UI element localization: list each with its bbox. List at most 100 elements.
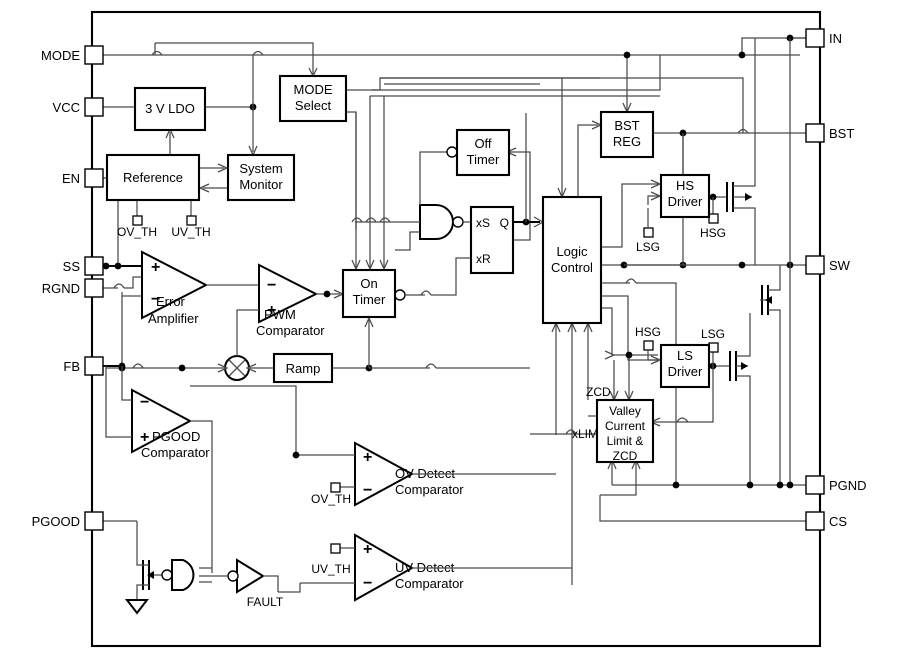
pin-ss-box[interactable] (84, 256, 104, 276)
wire-offtimer-to-nand (419, 151, 452, 205)
pin-label-vcc: VCC (53, 100, 80, 115)
label-valley-line1: Valley (609, 404, 641, 418)
pin-bst-box[interactable] (805, 123, 825, 143)
pin-pgnd-box[interactable] (805, 475, 825, 495)
label-ls-driver-line2: Driver (668, 364, 703, 379)
ls-fet-drain (768, 265, 781, 291)
hs-fet-source (733, 207, 756, 265)
pin-rgnd-box[interactable] (84, 278, 104, 298)
wire-logic-out5 (601, 307, 613, 355)
pin-pgood-box[interactable] (84, 511, 104, 531)
hs-fet-drain (733, 172, 756, 187)
pin-in-box[interactable] (805, 28, 825, 48)
latch-q-label: Q (500, 216, 509, 230)
wire-rgnd-hop (113, 283, 125, 289)
wire-pgood-plus (105, 366, 132, 438)
wire-ot-out2 (431, 257, 471, 296)
error-amplifier-label-line1: Error (156, 294, 186, 309)
signal-label-xlim: xLIM (572, 427, 598, 441)
pgood-comp-minus-sign: − (140, 394, 149, 411)
pin-sw-box[interactable] (805, 255, 825, 275)
wire-rgnd-route (124, 276, 142, 289)
wire-logic-out3-hop (625, 278, 637, 284)
wire-pgood-minus (121, 366, 132, 401)
pin-en-box[interactable] (84, 168, 104, 188)
block-bst-reg (599, 110, 655, 159)
pin-mode-box[interactable] (84, 45, 104, 65)
junction-sw-hsfet (738, 261, 746, 269)
pin-cs-box[interactable] (805, 511, 825, 531)
block-valley-current-limit (595, 398, 655, 464)
junction-bstreg-in (623, 51, 631, 59)
label-bst-reg-line2: REG (613, 134, 641, 149)
pin-label-bst: BST (829, 126, 854, 141)
wire-bst-rail-up (380, 77, 744, 133)
pin-label-cs: CS (829, 514, 847, 529)
multiplier-x2 (228, 359, 246, 377)
wire-ov-plus-up (190, 385, 297, 455)
pgood-fet-arrow (147, 571, 154, 579)
wire-pgood-out (190, 420, 213, 573)
wire-mode-to-select (155, 42, 314, 74)
signal-label-fault: FAULT (247, 595, 284, 609)
wire-offtimer-ret (509, 151, 531, 241)
junction-pgnd-1 (672, 481, 680, 489)
pin-label-rgnd: RGND (42, 281, 80, 296)
error-amp-plus-sign: + (151, 259, 160, 276)
label-logic-control-line2: Control (551, 260, 593, 275)
signal-label-hsg-ls: HSG (635, 325, 661, 339)
hs-fet-arrow (745, 193, 752, 201)
uv-comp-minus-sign: − (363, 575, 372, 592)
label-off-timer-line2: Timer (467, 152, 500, 167)
label-hs-driver-line1: HS (676, 178, 694, 193)
wire-logic-hsdrv (601, 183, 658, 248)
ov-comparator-label-line2: Comparator (395, 482, 464, 497)
junction-ss (102, 262, 110, 270)
pin-fb-box[interactable] (84, 356, 104, 376)
label-mode-select-line2: Select (295, 98, 332, 113)
signal-label-uv-th-ref: UV_TH (171, 225, 210, 239)
junction-pgnd-2 (746, 481, 754, 489)
latch-set-label: xS (476, 216, 490, 230)
junction-pgnd-4 (786, 481, 794, 489)
lspw-fet-arrow (741, 362, 748, 370)
nand-out-bubble (452, 216, 464, 228)
wire-nand-in2 (395, 231, 420, 251)
pin-label-ss: SS (63, 259, 81, 274)
uv-comparator-symbol (354, 533, 415, 602)
error-amp-minus-sign: − (151, 291, 160, 308)
junction-pwm-out (323, 290, 331, 298)
wire-hsdrv-in2 (647, 195, 658, 205)
label-hs-driver-line2: Driver (668, 194, 703, 209)
block-mode-select (278, 74, 348, 123)
hsg-ls-terminal (643, 340, 654, 351)
pin-label-en: EN (62, 171, 80, 186)
pgood-comp-plus-sign: + (140, 429, 149, 446)
latch-reset-label: xR (476, 252, 491, 266)
signal-label-lsg-hs: LSG (636, 240, 660, 254)
pgood-nand-symbol (171, 559, 195, 591)
uv-comparator-label-line2: Comparator (395, 576, 464, 591)
label-ls-driver-line1: LS (677, 348, 693, 363)
label-off-timer-line1: Off (474, 136, 491, 151)
label-reference: Reference (123, 170, 183, 185)
wire-valley-bot2 (600, 462, 637, 496)
junction-in (738, 51, 746, 59)
sr-latch-block (469, 205, 515, 275)
signal-label-hsg-hs: HSG (700, 226, 726, 240)
label-valley-line4: ZCD (613, 449, 638, 463)
ov-th-reference-terminal (132, 215, 143, 226)
ov-comp-minus-sign: − (363, 482, 372, 499)
label-valley-line3: Limit & (607, 434, 644, 448)
wire-lsdrv-fb (665, 366, 714, 423)
pgood-comparator-label-line2: Comparator (141, 445, 210, 460)
wire-fb-hop-mult (132, 363, 144, 369)
left-pins: MODE VCC EN SS RGND FB PGOOD (32, 45, 104, 531)
pin-vcc-box[interactable] (84, 97, 104, 117)
label-3v-ldo: 3 V LDO (145, 101, 195, 116)
uv-th-reference-terminal (186, 215, 197, 226)
ground-symbol (124, 599, 150, 615)
wire-lsdrv-fb-hop (676, 417, 689, 423)
